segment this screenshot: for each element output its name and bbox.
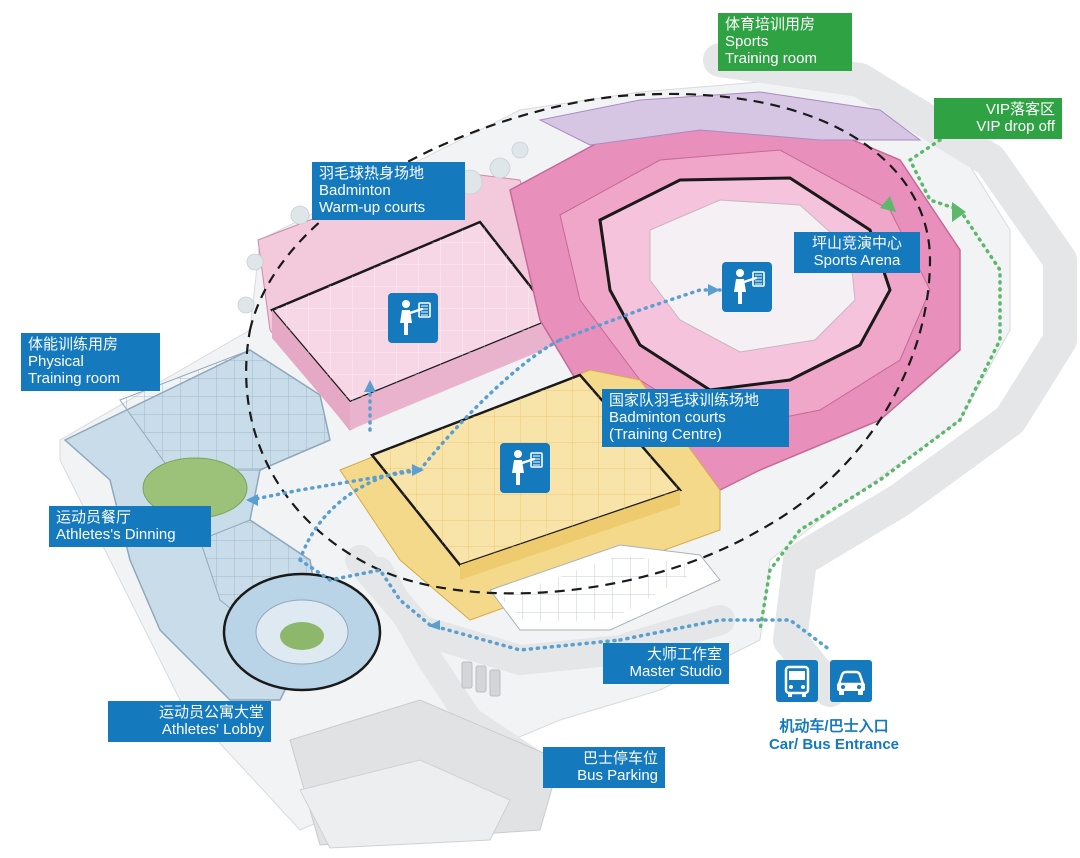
badminton-player-icon <box>388 293 438 343</box>
warmup-courts-en1: Badminton <box>319 182 391 199</box>
car-icon <box>830 660 872 702</box>
athletes-dinning-en: Athletes's Dinning <box>56 526 176 543</box>
car-bus-entrance-en: Car/ Bus Entrance <box>768 736 900 753</box>
physical-training-room-zh: 体能训练用房 <box>28 336 119 353</box>
master-studio-label: 大师工作室 Master Studio <box>603 643 729 684</box>
vip-route <box>758 138 1002 632</box>
athletes-lobby-garden <box>280 622 324 650</box>
warmup-courts-side <box>272 310 350 430</box>
sports-training-room-en2: Training room <box>725 50 817 67</box>
athletes-lobby-zh: 运动员公寓大堂 <box>158 704 264 721</box>
badminton-player-icon <box>500 443 550 493</box>
bus-parking-bay <box>299 759 511 849</box>
badminton-courts-en2: (Training Centre) <box>609 426 722 443</box>
route-arrows <box>246 284 720 630</box>
parked-buses <box>461 661 501 697</box>
bus-parking-en: Bus Parking <box>577 767 658 784</box>
vip-drop-off-label: VIP落客区 VIP drop off <box>934 98 1062 139</box>
athletes-lobby-label: 运动员公寓大堂 Athletes' Lobby <box>108 701 271 742</box>
physical-training-room-en2: Training room <box>28 370 120 387</box>
road-main <box>703 43 1077 707</box>
badminton-player-icon <box>722 262 772 312</box>
car-bus-entrance-label: 机动车/巴士入口 Car/ Bus Entrance <box>748 718 920 754</box>
badminton-courts-label: 国家队羽毛球训练场地 Badminton courts (Training Ce… <box>602 389 789 447</box>
master-studio-zh: 大师工作室 <box>646 646 722 663</box>
bus-parking-label: 巴士停车位 Bus Parking <box>543 747 665 788</box>
sports-arena-label: 坪山竞演中心 Sports Arena <box>794 232 920 273</box>
warmup-courts-label: 羽毛球热身场地 Badminton Warm-up courts <box>312 162 465 220</box>
sports-training-room-strip <box>538 91 922 146</box>
athlete-route <box>248 288 832 652</box>
master-studio-en: Master Studio <box>629 663 722 680</box>
vip-drop-off-zh: VIP落客区 <box>985 101 1055 118</box>
athletes-lobby-en: Athletes' Lobby <box>161 721 264 738</box>
sports-training-room-zh: 体育培训用房 <box>725 16 816 33</box>
sports-training-room-en1: Sports <box>725 33 769 50</box>
bus-parking-zh: 巴士停车位 <box>582 750 658 767</box>
badminton-courts-en1: Badminton courts <box>609 409 726 426</box>
athletes-dinning-label: 运动员餐厅 Athletes's Dinning <box>49 506 211 547</box>
car-bus-entrance-zh: 机动车/巴士入口 <box>779 718 889 735</box>
physical-training-room-label: 体能训练用房 Physical Training room <box>21 333 160 391</box>
warmup-courts-en2: Warm-up courts <box>319 199 426 216</box>
sports-arena-zh: 坪山竞演中心 <box>811 235 902 252</box>
warmup-courts-zh: 羽毛球热身场地 <box>319 165 425 182</box>
vip-drop-off-en: VIP drop off <box>976 118 1055 135</box>
circulation-loop <box>245 92 932 595</box>
badminton-courts-zh: 国家队羽毛球训练场地 <box>609 392 760 409</box>
sports-arena-en: Sports Arena <box>813 252 901 269</box>
bus-icon <box>776 660 818 702</box>
athletes-dinning-zh: 运动员餐厅 <box>56 509 132 526</box>
physical-training-room-en1: Physical <box>28 353 84 370</box>
site-trees <box>237 141 529 314</box>
sports-training-room-label: 体育培训用房 Sports Training room <box>718 13 852 71</box>
